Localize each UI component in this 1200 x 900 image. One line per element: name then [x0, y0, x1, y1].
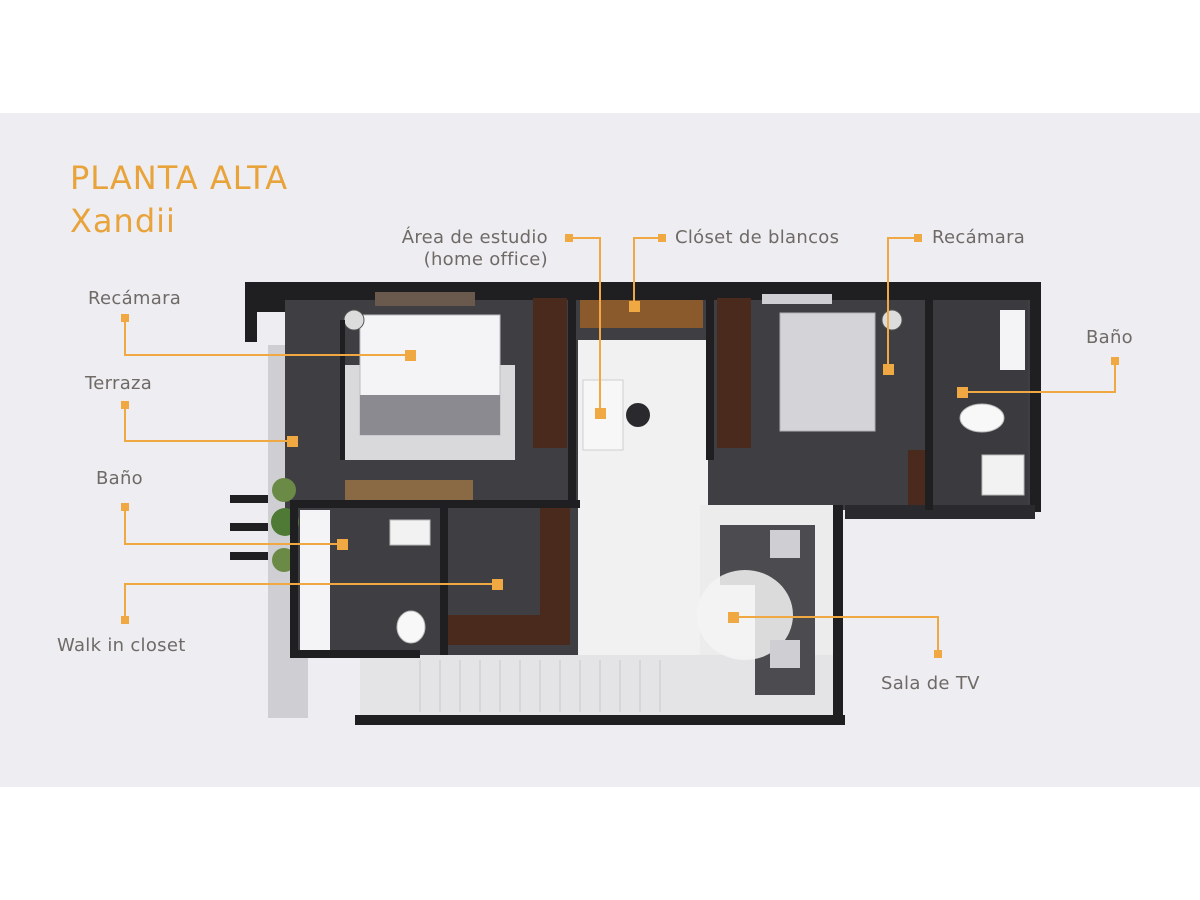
bed-left-blanket: [360, 395, 500, 435]
lamp-left-icon: [344, 310, 364, 330]
bath-left-sink: [390, 520, 430, 545]
marker: [1111, 357, 1119, 365]
marker: [121, 616, 129, 624]
label-sala-tv: Sala de TV: [881, 673, 980, 695]
plant-icon: [272, 478, 296, 502]
outer-wall-left: [245, 282, 257, 342]
wall-divider: [706, 290, 714, 460]
wall-divider: [290, 650, 420, 658]
office-chair-icon: [626, 403, 650, 427]
marker: [565, 234, 573, 242]
bath-right-shower: [1000, 310, 1025, 370]
toilet-left-icon: [397, 611, 425, 643]
wall-divider: [568, 290, 576, 500]
marker: [914, 234, 922, 242]
linen-closet: [580, 300, 703, 328]
outer-wall-bottom-right: [845, 505, 1035, 519]
artwork-right: [762, 294, 832, 304]
artwork-left: [375, 292, 475, 306]
stairs-wall: [355, 715, 845, 725]
label-closet-blancos: Clóset de blancos: [675, 227, 839, 249]
wardrobe-left: [533, 298, 567, 448]
wardrobe-right: [717, 298, 751, 448]
marker: [883, 364, 894, 375]
marker: [287, 436, 298, 447]
label-walk-in-closet: Walk in closet: [57, 635, 186, 657]
marker: [405, 350, 416, 361]
marker: [492, 579, 503, 590]
label-bano-left: Baño: [96, 468, 143, 490]
toilet-right-icon: [960, 404, 1004, 432]
marker: [658, 234, 666, 242]
wall-divider: [925, 290, 933, 510]
label-home-office: (home office): [424, 249, 548, 271]
wall-divider: [440, 505, 448, 655]
marker: [121, 314, 129, 322]
label-recamara-right: Recámara: [932, 227, 1025, 249]
cushion: [770, 530, 800, 558]
marker: [595, 408, 606, 419]
label-terraza: Terraza: [85, 373, 152, 395]
marker: [337, 539, 348, 550]
label-bano-right: Baño: [1086, 327, 1133, 349]
label-area-estudio: Área de estudio: [402, 227, 548, 249]
marker: [728, 612, 739, 623]
wall-divider: [290, 500, 580, 508]
tv-console: [345, 480, 473, 500]
bed-right: [780, 313, 875, 431]
leader-terraza: [125, 405, 292, 441]
marker: [957, 387, 968, 398]
outer-wall-right: [1029, 282, 1041, 512]
marker: [934, 650, 942, 658]
closet-counter-horizontal: [445, 615, 570, 645]
rail: [230, 552, 268, 560]
lamp-right-icon: [882, 310, 902, 330]
tv-room-wall: [833, 505, 843, 725]
marker: [629, 301, 640, 312]
rail: [230, 523, 268, 531]
bath-left-shower: [300, 510, 330, 650]
marker: [121, 503, 129, 511]
wall-divider: [290, 500, 298, 658]
cushion: [770, 640, 800, 668]
bath-right-sink: [982, 455, 1024, 495]
wall-divider: [340, 320, 345, 460]
rail: [230, 495, 268, 503]
marker: [121, 401, 129, 409]
label-recamara-left: Recámara: [88, 288, 181, 310]
